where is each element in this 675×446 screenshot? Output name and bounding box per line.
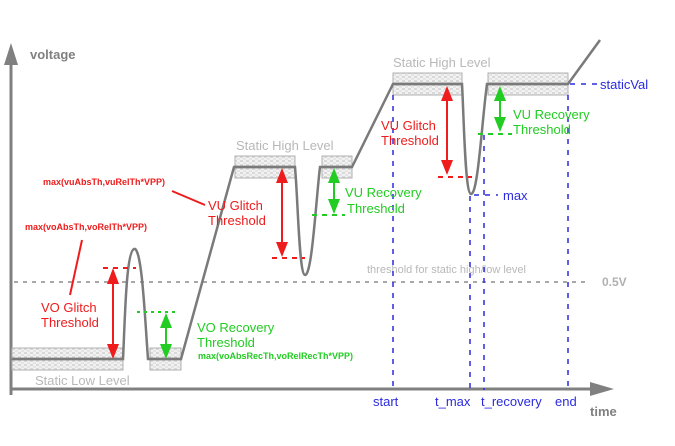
vu-glitch-2-label-line1: VU Glitch [381, 118, 436, 133]
vu-glitch-arrow-2 [438, 86, 472, 178]
vo-recovery-label-line1: VO Recovery [197, 320, 275, 335]
x-axis [11, 382, 614, 396]
threshold-line-label: threshold for static high/low level [367, 264, 526, 276]
static-low-level-label: Static Low Level [35, 373, 130, 388]
x-axis-arrow-icon [590, 382, 614, 396]
static-val-label: staticVal [600, 77, 648, 92]
time-markers [392, 83, 598, 390]
vo-glitch-callout-line [69, 239, 83, 296]
vu-recovery-2-label-line1: VU Recovery [513, 107, 590, 122]
vu-recovery-arrow-2 [478, 86, 512, 135]
start-label: start [373, 394, 399, 409]
signal-waveform [12, 39, 602, 361]
vo-glitch-label-line2: Threshold [41, 315, 99, 330]
end-label: end [555, 394, 577, 409]
y-axis [4, 43, 18, 395]
vu-recovery-2-label-line2: Threshold [513, 122, 571, 137]
threshold-value: 0.5V [602, 275, 627, 289]
y-axis-arrow-icon [4, 43, 18, 65]
vu-glitch-1-label-line1: VU Glitch [208, 198, 263, 213]
vu-glitch-callout-line [171, 190, 206, 206]
vo-recovery-label-line2: Threshold [197, 335, 255, 350]
vo-glitch-label-line1: VO Glitch [41, 300, 97, 315]
vo-recovery-arrow [137, 311, 175, 359]
x-axis-label: time [590, 404, 617, 419]
vu-recovery-1-label-line1: VU Recovery [345, 185, 422, 200]
static-high-level-label-2: Static High Level [393, 55, 491, 70]
vo-recovery-formula: max(voAbsRecTh,voRelRecTh*VPP) [198, 351, 353, 361]
vu-recovery-1-label-line2: Threshold [347, 201, 405, 216]
vu-recovery-arrow-1 [312, 168, 345, 216]
max-label: max [503, 188, 528, 203]
static-high-level-label-1: Static High Level [236, 138, 334, 153]
y-axis-label: voltage [30, 47, 76, 62]
vo-glitch-formula: max(voAbsTh,voRelTh*VPP) [25, 222, 147, 232]
vu-glitch-1-label-line2: Threshold [208, 213, 266, 228]
t-recovery-label: t_recovery [481, 394, 542, 409]
vu-glitch-formula: max(vuAbsTh,vuRelTh*VPP) [43, 177, 165, 187]
vo-glitch-arrow [103, 267, 136, 359]
vu-glitch-arrow-1 [272, 168, 305, 259]
vu-glitch-2-label-line2: Threshold [381, 133, 439, 148]
t-max-label: t_max [435, 394, 471, 409]
